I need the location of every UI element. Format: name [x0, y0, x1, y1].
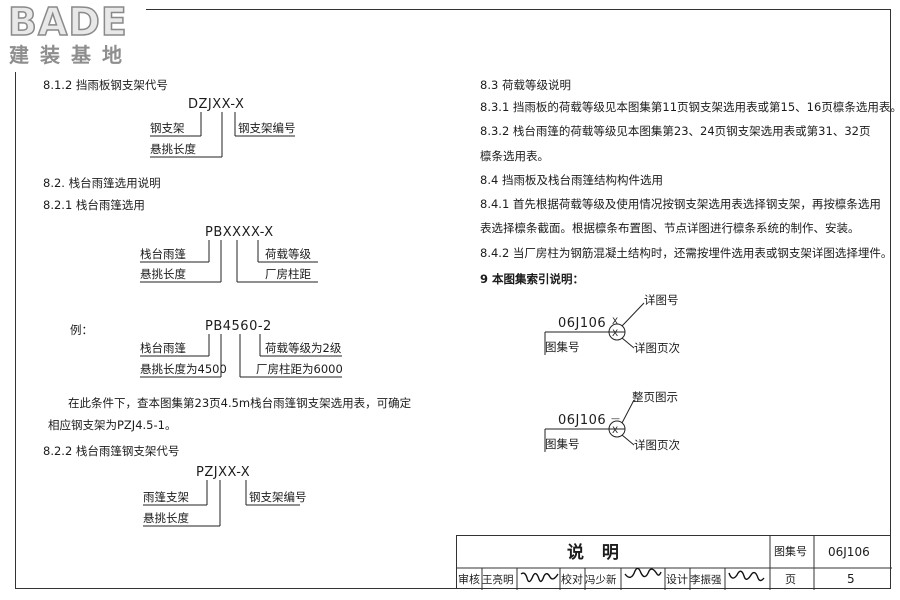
pz-label-support-number: 钢支架编号: [249, 490, 307, 504]
pb-label-column-spacing: 厂房柱距: [265, 267, 311, 281]
heading-8-3: 8.3 荷载等级说明: [480, 78, 571, 92]
dz-label-steel-support: 钢支架: [150, 121, 185, 135]
signatures: [520, 567, 765, 583]
heading-8-2-1: 8.2.1 栈台雨篷选用: [43, 198, 145, 212]
para-8-3-2-line2: 檩条选用表。: [480, 149, 549, 163]
logo-subtitle: 建装基地: [9, 43, 133, 67]
pb-label-load-grade: 荷载等级: [265, 247, 311, 261]
index2-mark-top: —: [611, 414, 620, 424]
pb-code: PBXXXX-X: [205, 225, 274, 240]
example-label-canopy: 栈台雨篷: [140, 341, 186, 355]
pz-code: PZJXX-X: [196, 465, 251, 480]
title-block-title: 说 明: [567, 543, 625, 563]
example-paragraph-line1: 在此条件下，查本图集第23页4.5m栈台雨篷钢支架选用表，可确定: [68, 396, 412, 410]
check-label: 校对: [561, 573, 583, 586]
example-paragraph-line2: 相应钢支架为PZJ4.5-1。: [48, 418, 177, 432]
pb-label-canopy: 栈台雨篷: [140, 247, 186, 261]
dz-label-cantilever: 悬挑长度: [150, 142, 196, 156]
index1-atlas-label: 图集号: [545, 340, 580, 354]
heading-9: 9 本图集索引说明：: [480, 272, 585, 286]
pb-label-cantilever: 悬挑长度: [140, 267, 186, 281]
drawing-frame: [15, 9, 891, 589]
para-8-4-1-line1: 8.4.1 首先根据荷载等级及使用情况按钢支架选用表选择钢支架，再按檩条选用: [480, 197, 881, 211]
index1-atlas-number: 06J106: [558, 316, 607, 331]
heading-8-1-2: 8.1.2 挡雨板钢支架代号: [43, 78, 168, 92]
heading-8-4: 8.4 挡雨板及栈台雨篷结构构件选用: [480, 173, 663, 187]
check-name: 冯少新: [585, 574, 617, 586]
example-label-load-grade: 荷载等级为2级: [265, 341, 342, 355]
design-label: 设计: [666, 573, 688, 586]
index1-mark-bottom: X: [612, 329, 619, 339]
example-code: PB4560-2: [205, 319, 272, 334]
logo-text: BADE: [7, 0, 128, 44]
index1-detail-page: 详图页次: [634, 341, 680, 355]
title-block: 说 明 图集号 06J106 审核 王亮明 校对 冯少新 设计 李振强 页 5: [456, 535, 892, 590]
index2-atlas-number: 06J106: [558, 413, 607, 428]
watermark-logo: BADE 建装基地: [6, 0, 146, 72]
index2-atlas-label: 图集号: [545, 437, 580, 451]
title-block-atlas-label: 图集号: [774, 545, 807, 558]
heading-8-2-2: 8.2.2 栈台雨篷钢支架代号: [43, 444, 180, 458]
index2-detail-page: 详图页次: [634, 438, 680, 452]
pz-label-cantilever: 悬挑长度: [143, 511, 189, 525]
dz-code: DZJXX-X: [188, 97, 245, 112]
title-block-atlas-number: 06J106: [828, 545, 870, 559]
example-label-column-spacing: 厂房柱距为6000: [256, 362, 343, 376]
index2-mark-bottom: X: [612, 426, 619, 436]
review-name: 王亮明: [482, 574, 514, 586]
design-name: 李振强: [690, 574, 722, 586]
example-label-cantilever: 悬挑长度为4500: [140, 362, 227, 376]
para-8-3-1: 8.3.1 挡雨板的荷载等级见本图集第11页钢支架选用表或第15、16页檩条选用…: [480, 100, 900, 114]
dz-label-support-number: 钢支架编号: [238, 121, 296, 135]
title-block-grid: [457, 536, 892, 590]
page-number: 5: [847, 572, 855, 586]
para-8-3-2-line1: 8.3.2 栈台雨篷的荷载等级见本图集第23、24页钢支架选用表或第31、32页: [480, 124, 871, 138]
index2-full-page: 整页图示: [632, 390, 678, 404]
pz-label-canopy-support: 雨篷支架: [143, 490, 189, 504]
index1-detail-number: 详图号: [644, 293, 679, 307]
review-label: 审核: [458, 573, 480, 586]
example-label: 例：: [70, 323, 93, 337]
page-label: 页: [785, 573, 796, 586]
para-8-4-2: 8.4.2 当厂房柱为钢筋混凝土结构时，还需按埋件选用表或钢支架详图选择埋件。: [480, 246, 893, 260]
index1-mark-top: X: [612, 317, 619, 327]
heading-8-2: 8.2. 栈台雨篷选用说明: [43, 176, 161, 190]
para-8-4-1-line2: 表选择檩条截面。根据檩条布置图、节点详图进行檩条系统的制作、安装。: [480, 221, 860, 235]
